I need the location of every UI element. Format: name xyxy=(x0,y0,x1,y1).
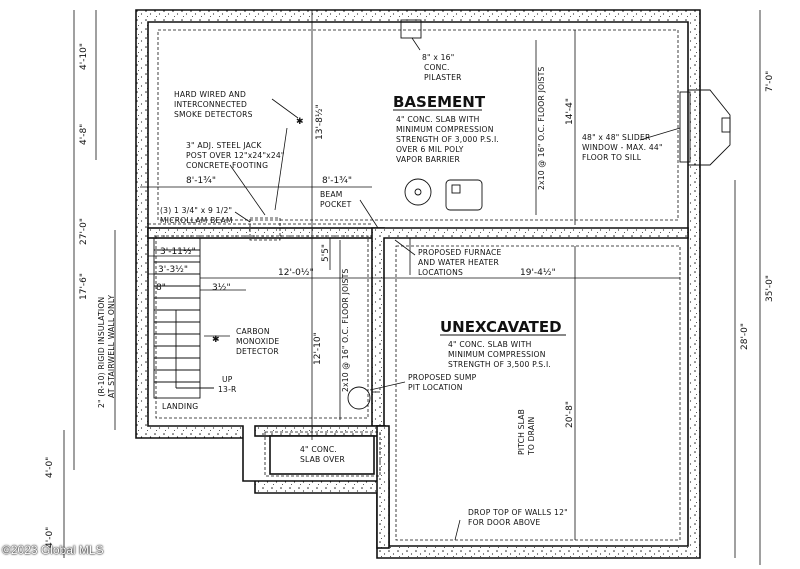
svg-text:MINIMUM COMPRESSION: MINIMUM COMPRESSION xyxy=(448,350,546,359)
svg-text:4'-0": 4'-0" xyxy=(45,527,55,548)
svg-text:WINDOW - MAX. 44": WINDOW - MAX. 44" xyxy=(582,143,663,152)
pilaster-label: 8" x 16" CONC. PILASTER xyxy=(422,53,462,82)
svg-text:5'5": 5'5" xyxy=(321,244,331,262)
svg-text:3'-3½": 3'-3½" xyxy=(158,265,188,275)
window-well xyxy=(679,89,731,166)
svg-text:3½": 3½" xyxy=(212,283,231,293)
svg-text:INTERCONNECTED: INTERCONNECTED xyxy=(174,100,247,109)
svg-text:SLAB OVER: SLAB OVER xyxy=(300,455,345,464)
svg-text:HARD WIRED AND: HARD WIRED AND xyxy=(174,90,246,99)
svg-text:35'-0": 35'-0" xyxy=(765,275,775,302)
svg-text:FOR DOOR ABOVE: FOR DOOR ABOVE xyxy=(468,518,540,527)
svg-text:4" CONC.: 4" CONC. xyxy=(300,445,337,454)
svg-text:2" (R-10) RIGID INSULATION: 2" (R-10) RIGID INSULATION xyxy=(97,297,106,408)
dimension-texts: 4'-10" 4'-8" 27'-0" 17'-6" 4'-0" 4'-0" 7… xyxy=(45,43,775,548)
window-label: 48" x 48" SLIDER WINDOW - MAX. 44" FLOOR… xyxy=(582,133,663,162)
svg-text:8" x 16": 8" x 16" xyxy=(422,53,454,62)
stairs xyxy=(153,237,214,399)
svg-text:UP: UP xyxy=(222,375,233,384)
sump-label: PROPOSED SUMP PIT LOCATION xyxy=(408,373,477,392)
svg-text:12'-10": 12'-10" xyxy=(313,332,323,365)
svg-text:8": 8" xyxy=(156,283,166,293)
insulation-label: 2" (R-10) RIGID INSULATION AT STAIRWELL … xyxy=(97,295,116,408)
co-detector-label: CARBON MONOXIDE DETECTOR xyxy=(236,327,279,356)
svg-text:DETECTOR: DETECTOR xyxy=(236,347,279,356)
slab-over-label: 4" CONC. SLAB OVER xyxy=(300,445,345,464)
dimension-lines xyxy=(63,10,761,565)
svg-text:PILASTER: PILASTER xyxy=(424,73,462,82)
svg-text:27'-0": 27'-0" xyxy=(79,218,89,245)
stair-up-label: UP 13-R xyxy=(218,375,237,394)
svg-text:20'-8": 20'-8" xyxy=(565,401,575,428)
copyright-watermark: ©2023 Global MLS xyxy=(2,543,104,557)
furnace-and-water-heater xyxy=(404,178,483,211)
unexcavated-note: 4" CONC. SLAB WITH MINIMUM COMPRESSION S… xyxy=(448,340,551,369)
landing-label: LANDING xyxy=(162,402,198,411)
svg-text:19'-4½": 19'-4½" xyxy=(520,268,556,278)
svg-text:BEAM: BEAM xyxy=(320,190,343,199)
svg-text:SMOKE DETECTORS: SMOKE DETECTORS xyxy=(174,110,253,119)
svg-text:14'-4": 14'-4" xyxy=(565,98,575,125)
svg-text:VAPOR BARRIER: VAPOR BARRIER xyxy=(396,155,461,164)
sump-pit xyxy=(347,386,371,410)
svg-text:MICROLLAM BEAM: MICROLLAM BEAM xyxy=(160,216,233,225)
svg-text:8'-1¾": 8'-1¾" xyxy=(322,176,352,186)
svg-text:(3) 1 3/4" x 9 1/2": (3) 1 3/4" x 9 1/2" xyxy=(160,206,232,215)
svg-text:3" ADJ. STEEL JACK: 3" ADJ. STEEL JACK xyxy=(186,141,262,150)
svg-text:CARBON: CARBON xyxy=(236,327,270,336)
svg-text:CONCRETE FOOTING: CONCRETE FOOTING xyxy=(186,161,268,170)
svg-text:CONC.: CONC. xyxy=(424,63,450,72)
svg-text:28'-0": 28'-0" xyxy=(740,323,750,350)
drop-walls-label: DROP TOP OF WALLS 12" FOR DOOR ABOVE xyxy=(468,508,568,527)
lower-floor-joists-label: 2x10 @ 16" O.C. FLOOR JOISTS xyxy=(341,269,350,393)
upper-floor-joists-label: 2x10 @ 16" O.C. FLOOR JOISTS xyxy=(537,67,546,191)
svg-text:8'-1¾": 8'-1¾" xyxy=(186,176,216,186)
furnace-label: PROPOSED FURNACE AND WATER HEATER LOCATI… xyxy=(418,248,502,277)
svg-text:LOCATIONS: LOCATIONS xyxy=(418,268,463,277)
smoke-detectors-label: HARD WIRED AND INTERCONNECTED SMOKE DETE… xyxy=(174,90,253,119)
svg-text:STRENGTH OF 3,500 P.S.I.: STRENGTH OF 3,500 P.S.I. xyxy=(448,360,551,369)
svg-text:DROP TOP OF WALLS 12": DROP TOP OF WALLS 12" xyxy=(468,508,568,517)
svg-text:MONOXIDE: MONOXIDE xyxy=(236,337,279,346)
basement-note: 4" CONC. SLAB WITH MINIMUM COMPRESSION S… xyxy=(396,115,499,164)
jack-post-footing xyxy=(249,217,281,241)
svg-text:PITCH SLAB: PITCH SLAB xyxy=(517,409,526,455)
svg-text:4" CONC. SLAB WITH: 4" CONC. SLAB WITH xyxy=(396,115,480,124)
svg-text:4'-10": 4'-10" xyxy=(79,43,89,70)
footing-dashed-lines xyxy=(155,29,681,541)
svg-text:48" x 48" SLIDER: 48" x 48" SLIDER xyxy=(582,133,651,142)
svg-text:AND WATER HEATER: AND WATER HEATER xyxy=(418,258,500,267)
svg-text:AT STAIRWELL WALL ONLY: AT STAIRWELL WALL ONLY xyxy=(107,295,116,398)
svg-text:POCKET: POCKET xyxy=(320,200,352,209)
svg-text:POST OVER 12"x24"x24": POST OVER 12"x24"x24" xyxy=(186,151,285,160)
beam-label: (3) 1 3/4" x 9 1/2" MICROLLAM BEAM xyxy=(160,206,233,225)
svg-text:FLOOR TO SILL: FLOOR TO SILL xyxy=(582,153,642,162)
smoke-detector-symbol: ✱ xyxy=(296,117,304,127)
svg-text:MINIMUM COMPRESSION: MINIMUM COMPRESSION xyxy=(396,125,494,134)
svg-text:13-R: 13-R xyxy=(218,385,237,394)
svg-text:OVER 6 MIL POLY: OVER 6 MIL POLY xyxy=(396,145,464,154)
svg-text:7'-0": 7'-0" xyxy=(765,71,775,92)
basement-title: BASEMENT xyxy=(393,93,486,111)
unexcavated-title: UNEXCAVATED xyxy=(440,318,562,336)
svg-text:PIT LOCATION: PIT LOCATION xyxy=(408,383,463,392)
svg-text:PROPOSED FURNACE: PROPOSED FURNACE xyxy=(418,248,502,257)
svg-text:4" CONC. SLAB WITH: 4" CONC. SLAB WITH xyxy=(448,340,532,349)
co-detector-symbol: ✱ xyxy=(212,335,220,345)
beam-pocket-label: BEAM POCKET xyxy=(320,190,352,209)
svg-text:13'-8½": 13'-8½" xyxy=(315,104,325,140)
svg-text:STRENGTH OF 3,000 P.S.I.: STRENGTH OF 3,000 P.S.I. xyxy=(396,135,499,144)
svg-text:12'-0½": 12'-0½" xyxy=(278,268,314,278)
jack-post-label: 3" ADJ. STEEL JACK POST OVER 12"x24"x24"… xyxy=(186,141,285,170)
svg-text:PROPOSED SUMP: PROPOSED SUMP xyxy=(408,373,477,382)
pilaster xyxy=(400,19,422,39)
svg-text:4'-8": 4'-8" xyxy=(79,124,89,145)
svg-text:3'-11½": 3'-11½" xyxy=(160,247,196,257)
svg-text:17'-6": 17'-6" xyxy=(79,273,89,300)
svg-text:4'-0": 4'-0" xyxy=(45,457,55,478)
pitch-slab-label: PITCH SLAB TO DRAIN xyxy=(517,409,536,456)
svg-text:TO DRAIN: TO DRAIN xyxy=(527,416,536,456)
